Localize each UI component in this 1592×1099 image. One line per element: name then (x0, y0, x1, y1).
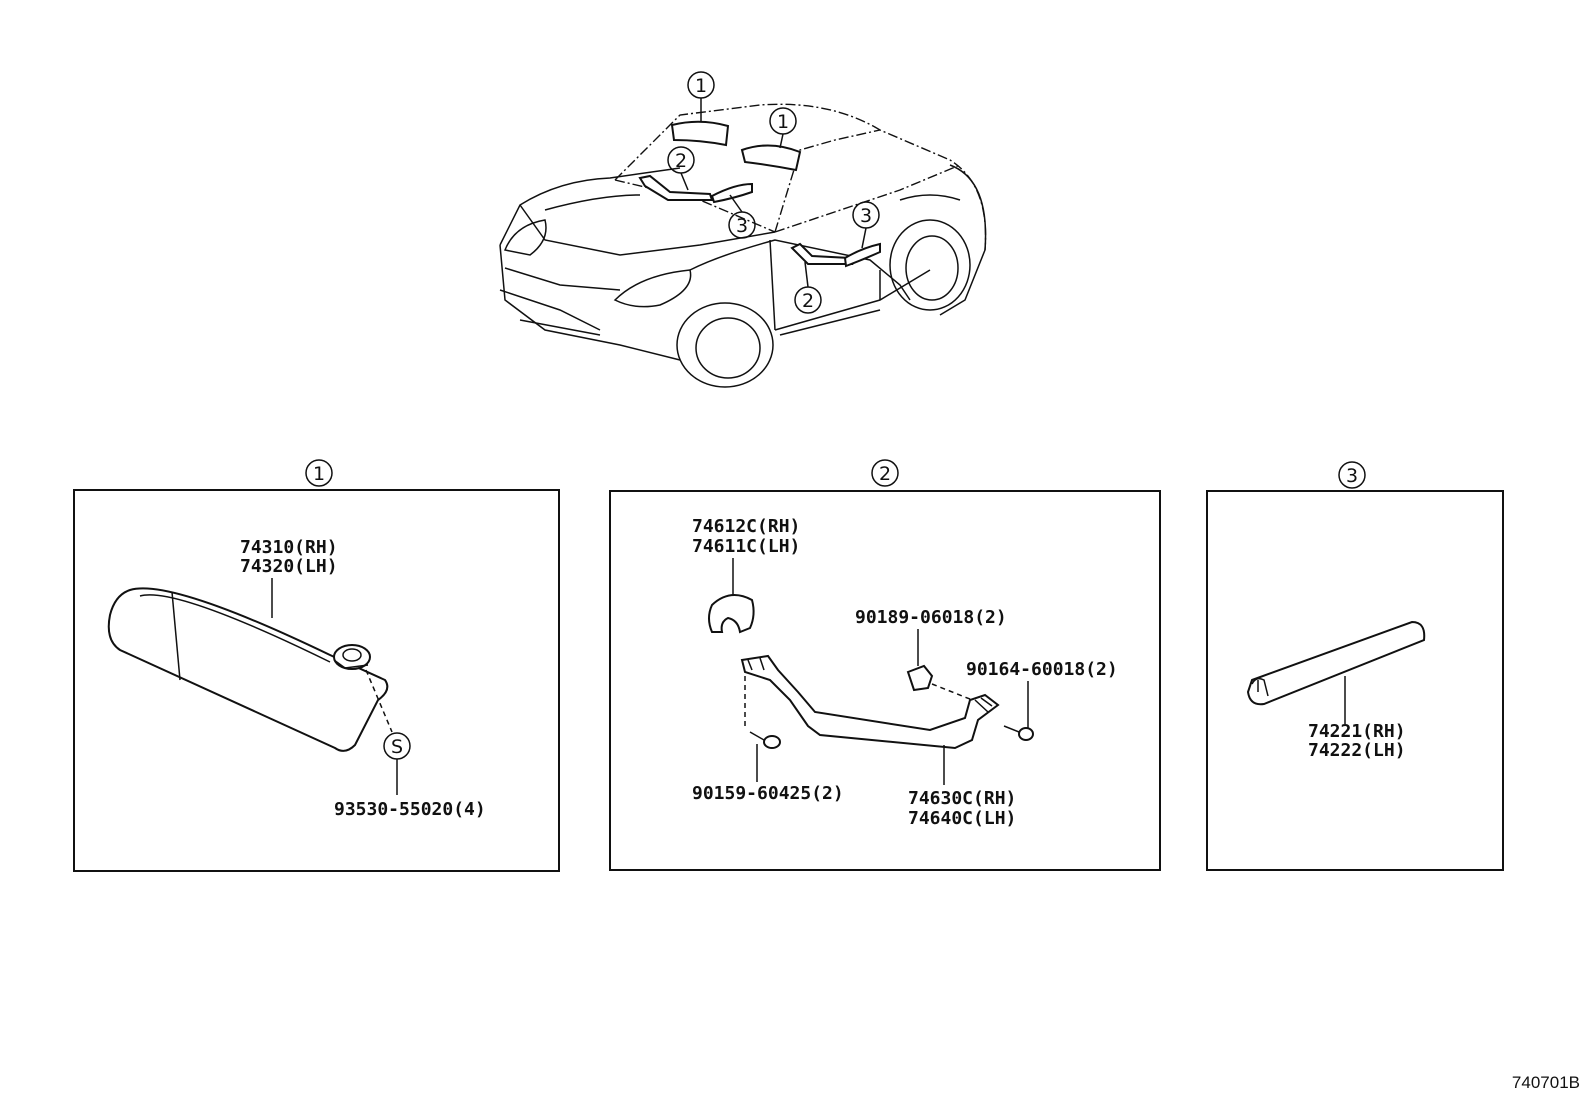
visor-hinge (333, 644, 371, 670)
grip-cover-part (708, 594, 755, 634)
cushion-lh-label: 74222(LH) (1308, 740, 1406, 761)
section-3-number: 3 (1338, 461, 1366, 489)
grip-cushion-part (1246, 620, 1426, 706)
overview-callout-2b: 2 (794, 286, 822, 314)
overview-callout-1b: 1 (769, 107, 797, 135)
svg-text:3: 3 (860, 205, 872, 227)
section-3-frame (1206, 490, 1504, 871)
overview-callout-2a: 2 (667, 146, 695, 174)
grip-cover-rh-label: 74612C(RH) (692, 516, 800, 537)
svg-text:1: 1 (695, 75, 707, 97)
overview-callout-3a: 3 (728, 211, 756, 239)
section-1-frame (73, 489, 560, 872)
section-2-frame (609, 490, 1161, 871)
svg-text:1: 1 (777, 111, 789, 133)
section-2-number: 2 (871, 459, 899, 487)
screw-left-part (749, 731, 781, 749)
section-2-assist-grip: 2 74612C(RH) 74611C(LH) 90189-06018(2) 9… (609, 459, 1161, 871)
visor-part-lh-label: 74320(LH) (240, 556, 338, 577)
visor-screw-part-label: 93530-55020(4) (334, 799, 486, 820)
diagram-code: 740701B (1511, 1073, 1580, 1092)
screw-symbol-s: S (383, 732, 411, 760)
svg-text:2: 2 (675, 150, 687, 172)
overview-callout-3b: 3 (852, 201, 880, 229)
screw-left-part-label: 90159-60425(2) (692, 783, 844, 804)
section-1-sun-visor: 1 74310(RH) 74320(LH) S 93530-55020(4) (73, 459, 560, 872)
section-3-grip-cushion: 3 74221(RH) 74222(LH) (1206, 461, 1504, 871)
svg-text:3: 3 (1346, 465, 1358, 487)
svg-text:3: 3 (736, 215, 748, 237)
assist-grip-part (740, 654, 1000, 750)
svg-text:1: 1 (313, 463, 325, 485)
clip-part-label: 90189-06018(2) (855, 607, 1007, 628)
grip-cover-lh-label: 74611C(LH) (692, 536, 800, 557)
svg-text:2: 2 (802, 290, 814, 312)
sun-visor-part (107, 587, 389, 752)
overview-callout-1a: 1 (687, 71, 715, 99)
screw-right-part (1003, 725, 1034, 741)
car-overview-illustration: 1 1 2 3 3 2 (499, 71, 987, 388)
visor-part-rh-label: 74310(RH) (240, 537, 338, 558)
grip-lh-label: 74640C(LH) (908, 808, 1016, 829)
grip-rh-label: 74630C(RH) (908, 788, 1016, 809)
svg-text:S: S (391, 736, 403, 758)
screw-right-part-label: 90164-60018(2) (966, 659, 1118, 680)
cushion-rh-label: 74221(RH) (1308, 721, 1406, 742)
section-1-number: 1 (305, 459, 333, 487)
svg-text:2: 2 (879, 463, 891, 485)
grip-clip-part (906, 664, 934, 692)
